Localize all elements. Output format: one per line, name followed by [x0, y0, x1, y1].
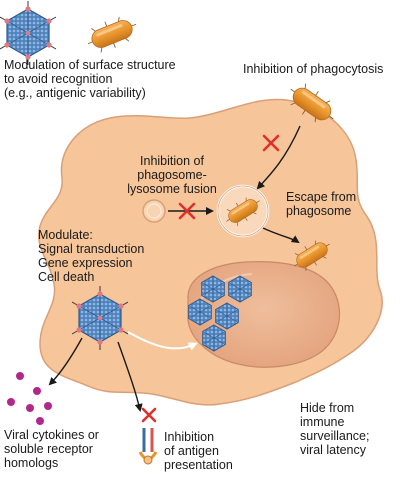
label-inhibit-antigen: Inhibition of antigen presentation: [164, 430, 233, 472]
block-x-fusion: [178, 202, 196, 220]
label-escape-phagosome: Escape from phagosome: [286, 190, 357, 218]
label-hide-immune: Hide from immune surveillance; viral lat…: [300, 401, 370, 457]
label-inhibit-phagocytosis: Inhibition of phagocytosis: [243, 62, 384, 76]
label-surface-modulation: Modulation of surface structure to avoid…: [4, 58, 176, 100]
surface-bacterium: [82, 10, 142, 58]
nucleus: [187, 261, 341, 368]
surface-virus: [0, 0, 57, 66]
label-modulate: Modulate: Signal transduction Gene expre…: [38, 228, 145, 284]
block-x-phagocytosis: [262, 134, 280, 152]
lysosome: [142, 199, 166, 223]
mhc-receptor-icon: [138, 428, 158, 465]
label-viral-cytokines: Viral cytokines or soluble receptor homo…: [4, 428, 99, 470]
block-x-antigen: [141, 407, 157, 423]
label-inhibit-fusion: Inhibition of phagosome- lysosome fusion: [127, 154, 217, 196]
cytokine-dots: [7, 372, 52, 425]
